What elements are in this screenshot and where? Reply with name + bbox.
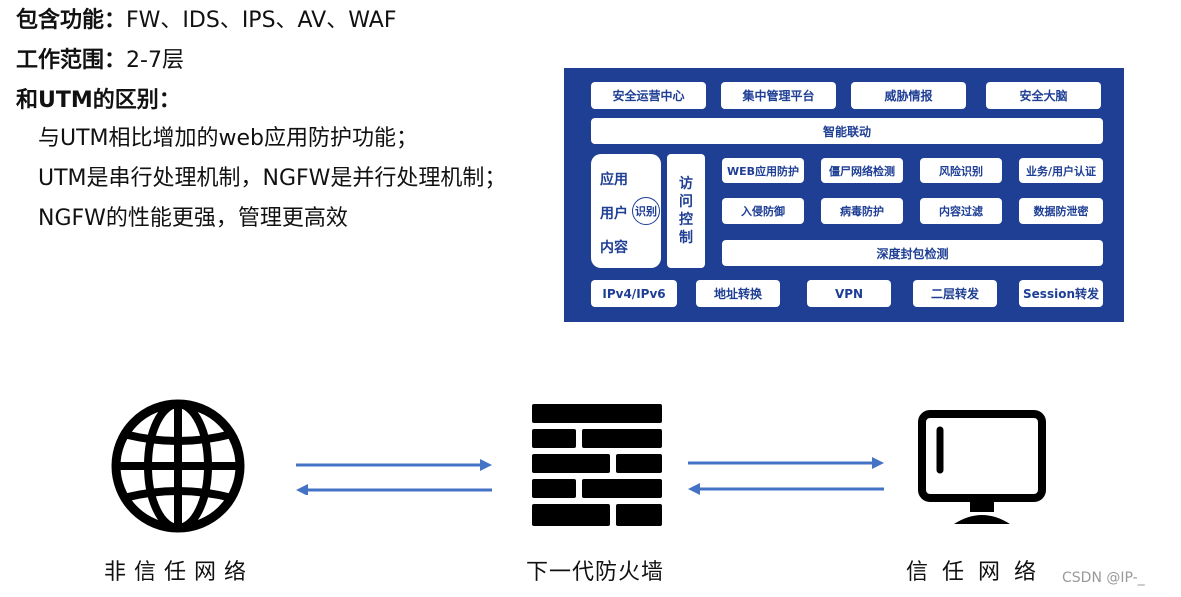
threat-intelligence: 威胁情报 — [851, 82, 966, 109]
monitor-icon — [918, 410, 1046, 524]
central-management-platform: 集中管理平台 — [721, 82, 836, 109]
diff-point-3: NGFW的性能更强，管理更高效 — [38, 206, 348, 231]
firewall-icon — [532, 404, 662, 526]
scope-value: 2-7层 — [126, 48, 184, 73]
risk-identification: 风险识别 — [920, 158, 1002, 183]
untrusted-network-label: 非信任网络 — [104, 560, 255, 585]
deep-packet-inspection: 深度封包检测 — [722, 240, 1103, 266]
diff-line: 和UTM的区别： — [16, 86, 181, 116]
access-char-3: 控 — [679, 212, 693, 228]
content-filtering: 内容过滤 — [920, 198, 1002, 224]
business-user-auth: 业务/用户认证 — [1019, 158, 1103, 183]
next-gen-firewall-label: 下一代防火墙 — [526, 560, 665, 585]
layer2-forwarding: 二层转发 — [913, 280, 997, 307]
trusted-network-label: 信任网络 — [906, 560, 1051, 585]
data-leak-prevention: 数据防泄密 — [1019, 198, 1103, 224]
antivirus: 病毒防护 — [821, 198, 903, 224]
vpn: VPN — [807, 280, 891, 307]
recognition-circle: 识别 — [632, 197, 660, 225]
security-brain: 安全大脑 — [986, 82, 1101, 109]
arrow-pair-right — [688, 457, 884, 495]
diff-point-2: UTM是串行处理机制，NGFW是并行处理机制； — [38, 166, 507, 191]
botnet-detection: 僵尸网络检测 — [821, 158, 903, 183]
features-value: FW、IDS、IPS、AV、WAF — [126, 8, 397, 33]
security-ops-center: 安全运营中心 — [591, 82, 706, 109]
session-forwarding: Session转发 — [1019, 280, 1103, 307]
diff-label: 和UTM的区别： — [16, 88, 181, 113]
features-label: 包含功能： — [16, 8, 127, 33]
smart-linkage: 智能联动 — [591, 118, 1103, 144]
watermark: CSDN @IP-_ — [1062, 570, 1145, 586]
content-label: 内容 — [600, 240, 628, 256]
access-char-2: 问 — [679, 194, 693, 210]
web-app-protection: WEB应用防护 — [722, 158, 804, 183]
arrow-pair-left — [296, 459, 492, 495]
access-char-1: 访 — [679, 176, 693, 192]
globe-icon — [111, 399, 245, 533]
intrusion-prevention: 入侵防御 — [722, 198, 804, 224]
access-char-4: 制 — [679, 230, 693, 246]
user-label: 用户 — [600, 206, 628, 222]
ipv4-ipv6: IPv4/IPv6 — [591, 280, 677, 307]
scope-line: 工作范围：2-7层 — [16, 46, 184, 76]
scope-label: 工作范围： — [16, 48, 127, 73]
diff-point-1: 与UTM相比增加的web应用防护功能； — [38, 126, 419, 151]
features-line: 包含功能：FW、IDS、IPS、AV、WAF — [16, 6, 396, 36]
address-translation: 地址转换 — [696, 280, 780, 307]
app-label: 应用 — [600, 172, 628, 188]
architecture-panel: 安全运营中心 集中管理平台 威胁情报 安全大脑 智能联动 应用 用户 内容 识别… — [564, 68, 1124, 322]
access-control-box: 访 问 控 制 — [667, 154, 705, 268]
